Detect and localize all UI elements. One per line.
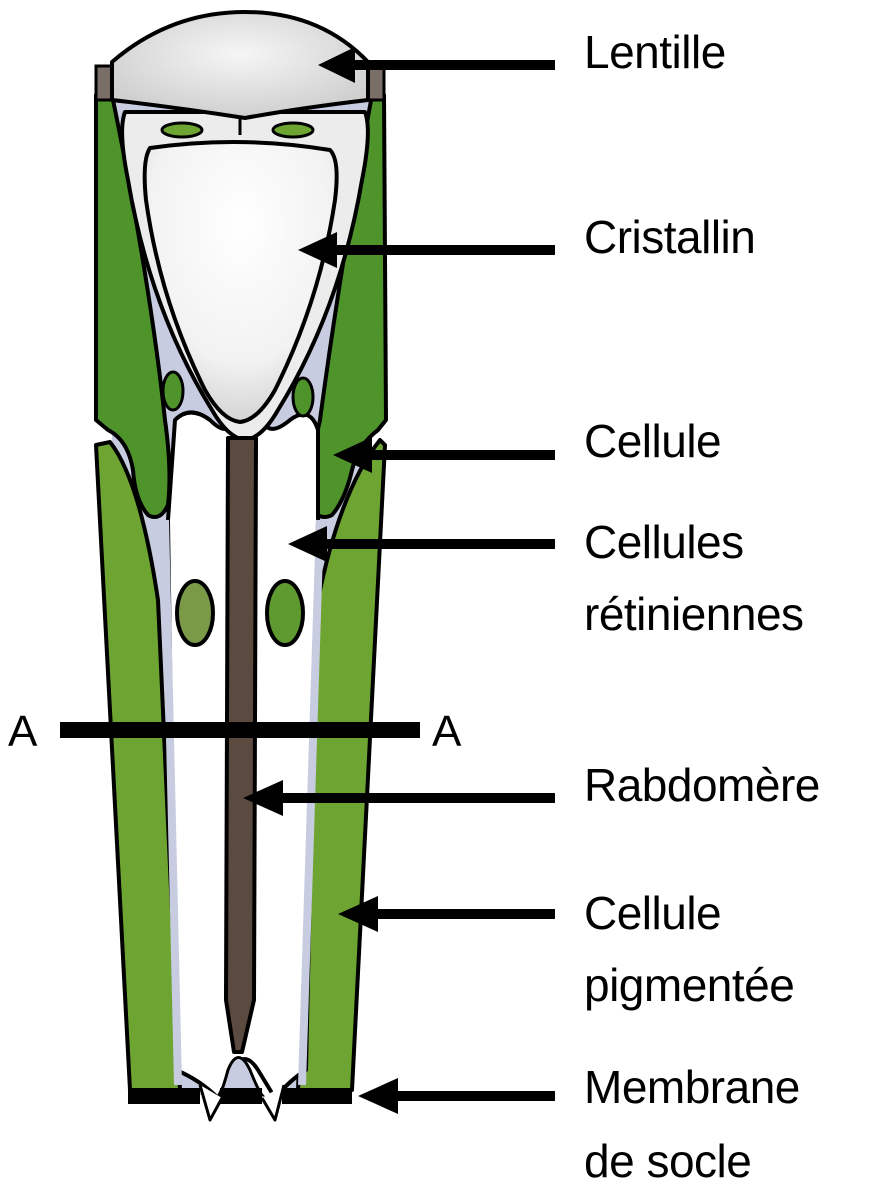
label-line: rétiniennes <box>584 588 804 640</box>
retinal-lining-left <box>161 519 182 1086</box>
label-lentille: Lentille <box>584 27 726 77</box>
arrow-membrane-de-socle <box>358 1078 555 1114</box>
pigment-cell-left-outer <box>94 440 182 1092</box>
label-line: Cellule <box>584 887 722 939</box>
section-label-left: A <box>8 707 38 756</box>
semper-cell-nucleus-right <box>271 121 315 139</box>
arrow-cellules-retiniennes <box>288 526 555 562</box>
label-line: Rabdomère <box>584 759 820 811</box>
label-line: Cristallin <box>584 211 756 263</box>
label-line: Cellules <box>584 516 744 568</box>
label-line: Membrane <box>584 1061 800 1113</box>
label-line: de socle <box>584 1135 752 1187</box>
basement-membrane-left <box>128 1088 200 1104</box>
crystalline-cone <box>142 140 339 424</box>
label-membrane-de-socle: Membrane de socle <box>584 1050 800 1198</box>
arrow-cellule-pigmentee <box>338 896 555 932</box>
basement-membrane-center <box>220 1088 262 1104</box>
label-cellule-pigmentee: Cellule pigmentée <box>584 877 795 1021</box>
pigment-nucleus-left <box>161 370 185 412</box>
label-rabdomere: Rabdomère <box>584 760 820 810</box>
retinal-nucleus-right <box>265 579 305 647</box>
label-cristallin: Cristallin <box>584 211 756 263</box>
basement-membrane-right <box>282 1088 352 1104</box>
section-label-right: A <box>432 707 462 756</box>
label-cellule: Cellule <box>584 415 722 467</box>
section-line <box>60 722 420 738</box>
arrows <box>243 47 555 1114</box>
bottom-tip <box>217 1056 266 1097</box>
label-line: Lentille <box>584 26 726 78</box>
rhabdom <box>224 436 258 1054</box>
retinal-nucleus-left <box>175 579 215 647</box>
arrow-cristallin <box>298 232 555 268</box>
label-cellules-retiniennes: Cellules rétiniennes <box>584 506 804 650</box>
semper-cell-nucleus-left <box>160 121 204 139</box>
pigment-nucleus-right <box>291 376 315 418</box>
arrow-rabdomere <box>243 780 555 816</box>
retinal-cell-bottom-right <box>260 1084 286 1122</box>
label-line: pigmentée <box>584 959 795 1011</box>
label-line: Cellule <box>584 415 722 467</box>
arrow-cellule <box>333 437 555 473</box>
retinal-cell-bottom-left <box>198 1084 224 1122</box>
lens <box>110 10 370 120</box>
arrow-lentille <box>318 47 555 83</box>
